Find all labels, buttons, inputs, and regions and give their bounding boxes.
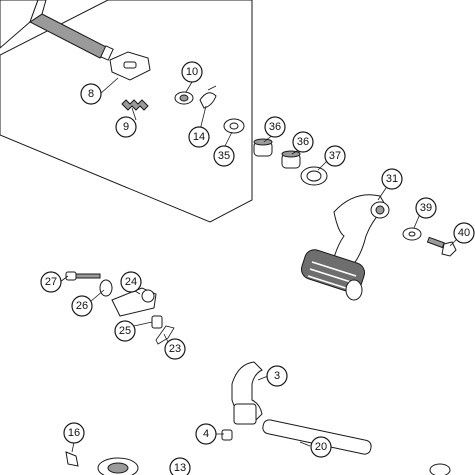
bushing-part-36b [281,150,301,169]
spring-part-23 [155,325,175,345]
callout-40: 40 [453,222,475,244]
svg-text:37: 37 [329,150,341,162]
callout-3: 3 [266,365,288,387]
svg-text:23: 23 [169,343,181,355]
svg-text:36: 36 [269,121,281,133]
bolt-part-27 [65,271,101,281]
spring-clip-part-14 [199,85,217,109]
washer-part-39 [402,227,422,241]
svg-text:20: 20 [315,441,327,453]
svg-text:3: 3 [274,370,280,382]
svg-text:36: 36 [297,136,309,148]
shift-shaft [0,0,114,61]
callout-37: 37 [324,145,346,167]
spring-part-9 [121,99,149,111]
shift-drum-part-13 [97,457,139,475]
svg-text:13: 13 [174,462,186,474]
seal-ring-part-37 [300,166,328,186]
callout-27: 27 [40,271,62,293]
callout-4: 4 [195,423,217,445]
svg-text:26: 26 [76,300,88,312]
callout-35: 35 [213,145,235,167]
roller-part-10 [174,91,194,105]
callout-36-b: 36 [292,131,314,153]
callout-39: 39 [415,197,437,219]
washer-part-35 [223,118,245,134]
detent-part-16 [65,451,79,467]
shift-arm-part-24 [111,287,157,317]
svg-text:27: 27 [45,276,57,288]
callout-31: 31 [381,168,403,190]
svg-text:4: 4 [203,428,209,440]
svg-text:31: 31 [386,173,398,185]
callout-20: 20 [310,436,332,458]
callout-10: 10 [181,61,203,83]
svg-text:10: 10 [186,66,198,78]
svg-text:16: 16 [68,427,80,439]
washer-part-26 [99,279,113,297]
shift-plate-part [109,51,151,81]
callout-13: 13 [169,457,191,475]
callout-14: 14 [188,126,210,148]
callout-24: 24 [120,271,142,293]
callout-16: 16 [63,422,85,444]
callout-8: 8 [80,83,102,105]
svg-text:35: 35 [218,150,230,162]
callout-36-a: 36 [264,116,286,138]
svg-text:39: 39 [420,202,432,214]
callout-25: 25 [114,320,136,342]
bushing-part-36a [253,138,273,157]
lower-right-part [429,463,451,475]
shift-fork-part-3 [231,361,263,425]
shift-shaft-assembly-outline [0,0,253,223]
svg-text:14: 14 [193,131,205,143]
pin-part-4 [221,429,233,441]
svg-text:8: 8 [88,88,94,100]
shift-lever-part-31 [300,194,390,301]
svg-text:24: 24 [125,276,137,288]
bolt-part-40 [426,236,457,257]
callout-23: 23 [164,338,186,360]
svg-text:40: 40 [458,227,470,239]
svg-text:25: 25 [119,325,131,337]
svg-text:9: 9 [123,121,129,133]
roller-part-25 [151,315,163,329]
callout-9: 9 [115,116,137,138]
callout-26: 26 [71,295,93,317]
